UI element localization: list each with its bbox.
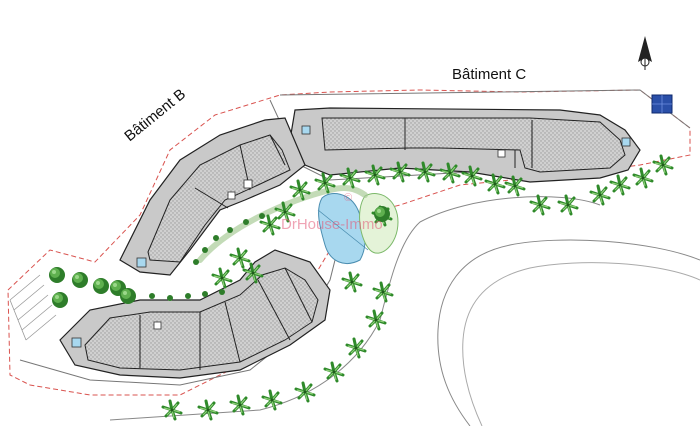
garden-walk	[197, 184, 368, 263]
roundabout-arc-inner	[462, 262, 700, 426]
building-a-units	[84, 267, 319, 371]
building-c-dividers	[404, 118, 533, 168]
roundabout-arc	[437, 239, 700, 426]
north-arrow-icon	[638, 36, 652, 70]
building-c-units	[321, 117, 626, 173]
building-b-units	[147, 134, 291, 263]
hedge	[149, 213, 265, 301]
parking-bays	[9, 274, 57, 341]
plot-boundary	[7, 89, 691, 396]
watermark-symbol: ©	[344, 192, 353, 204]
pool	[318, 193, 366, 264]
watermark: DrHouse-Immo	[281, 216, 383, 233]
building-c-label: Bâtiment C	[452, 66, 527, 83]
building-a-dividers	[139, 267, 313, 370]
